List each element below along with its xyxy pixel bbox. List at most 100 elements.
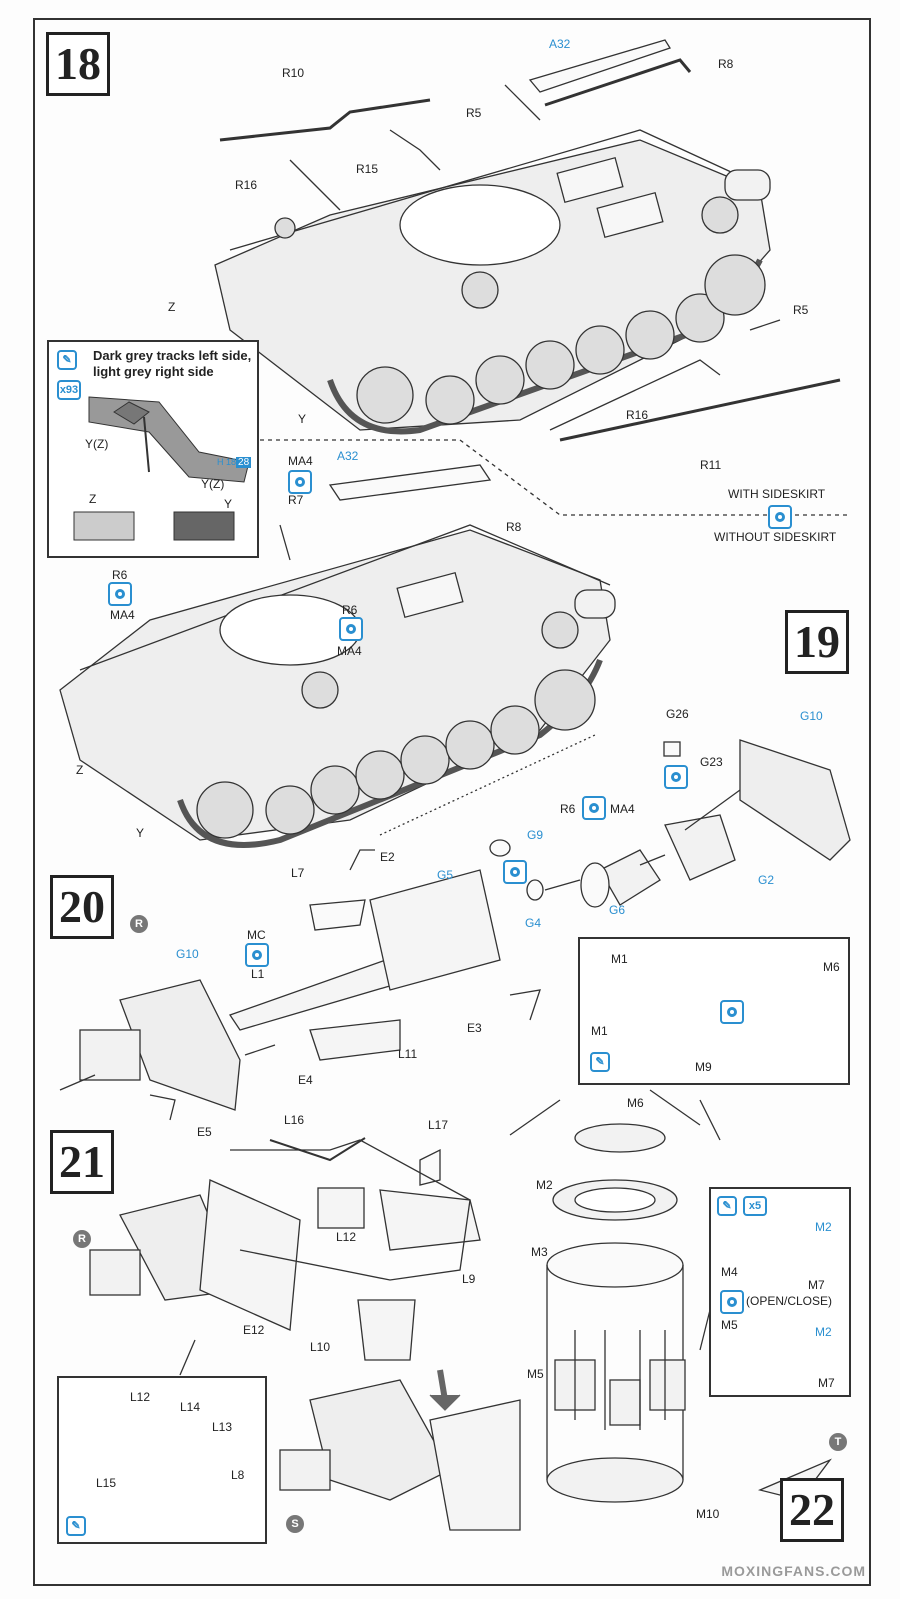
track-label-YZ-left: Y(Z) [85, 437, 109, 451]
part-label-MA4: MA4 [288, 454, 313, 468]
part-label-L7: L7 [291, 866, 305, 880]
assembly-icon [288, 470, 312, 494]
step19-hull-drawing [59, 524, 616, 848]
mantlet-detail-box [578, 937, 850, 1085]
part-label-R6: R6 [112, 568, 128, 582]
part-label-G6: G6 [609, 903, 626, 917]
step-number-18: 18 [46, 32, 110, 96]
part-label-R16-lower: R16 [626, 408, 649, 422]
detail-label-L8: L8 [231, 1468, 245, 1482]
part-label-R16: R16 [235, 178, 258, 192]
subassembly-badge-T: T [829, 1433, 847, 1451]
part-label-G10: G10 [800, 709, 823, 723]
option-with-sideskirt: WITH SIDESKIRT [728, 487, 826, 501]
option-without-sideskirt: WITHOUT SIDESKIRT [714, 530, 837, 544]
part-label-R7: R7 [288, 493, 304, 507]
part-label-Y: Y [298, 412, 307, 426]
part-label-A32-step19: A32 [337, 449, 359, 463]
part-label-A32: A32 [549, 37, 571, 51]
assembly-icon [339, 617, 363, 641]
track-label-Z: Z [89, 492, 97, 506]
turret-detail-box [57, 1376, 267, 1544]
step-number-21: 21 [50, 1130, 114, 1194]
part-label-M2-hatch: M2 [815, 1220, 832, 1234]
part-label-M6-step22: M6 [627, 1096, 644, 1110]
part-label-L9: L9 [462, 1272, 476, 1286]
part-label-E12: E12 [243, 1323, 265, 1337]
part-label-Z-step19: Z [76, 763, 84, 777]
reference-h-step-18: 18 [226, 457, 237, 467]
assembly-icon [720, 1290, 744, 1314]
part-label-G9: G9 [527, 828, 544, 842]
tracks-note-box: ✎ Dark grey tracks left side, light grey… [47, 340, 259, 558]
track-label-YZ-right: Y(Z) [201, 477, 225, 491]
part-label-M2-hatch-lower: M2 [815, 1325, 832, 1339]
paint-icon: ✎ [717, 1196, 737, 1216]
part-label-G10-step20: G10 [176, 947, 199, 961]
assembly-icon [664, 765, 688, 789]
part-label-G23: G23 [700, 755, 723, 769]
subassembly-badge-S: S [286, 1515, 304, 1533]
part-label-M3: M3 [531, 1245, 548, 1259]
part-label-G26: G26 [666, 707, 689, 721]
part-label-R6-center: R6 [342, 603, 358, 617]
part-label-E2: E2 [380, 850, 395, 864]
part-label-MA4-left: MA4 [110, 608, 135, 622]
part-label-Z: Z [168, 300, 176, 314]
part-label-M9: M9 [695, 1060, 712, 1074]
part-label-M7-lower: M7 [818, 1376, 835, 1390]
part-label-E5: E5 [197, 1125, 212, 1139]
assembly-icon [245, 943, 269, 967]
part-label-E3: E3 [467, 1021, 482, 1035]
tracks-note: Dark grey tracks left side, light grey r… [93, 348, 252, 379]
part-label-L10: L10 [310, 1340, 331, 1354]
paint-icon: ✎ [57, 350, 77, 370]
part-label-R6-lower: R6 [560, 802, 576, 816]
part-label-L11: L11 [398, 1047, 418, 1061]
quantity-badge: x93 [57, 380, 81, 400]
step-number-22: 22 [780, 1478, 844, 1542]
paint-icon: ✎ [66, 1516, 86, 1536]
part-label-M7: M7 [808, 1278, 825, 1292]
part-label-G4: G4 [525, 916, 542, 930]
part-label-M1-lower: M1 [591, 1024, 608, 1038]
part-label-G2: G2 [758, 873, 775, 887]
part-label-L1: L1 [251, 967, 265, 981]
part-label-M4: M4 [721, 1265, 738, 1279]
part-label-M6: M6 [823, 960, 840, 974]
track-links-drawing [73, 396, 250, 541]
part-label-MA4-lower: MA4 [610, 802, 635, 816]
assembly-option-icon [768, 505, 792, 529]
part-label-M1: M1 [611, 952, 628, 966]
part-label-L16: L16 [284, 1113, 305, 1127]
detail-label-L15: L15 [96, 1476, 117, 1490]
part-label-R10: R10 [282, 66, 305, 80]
page-frame [33, 18, 871, 1586]
part-label-MC: MC [247, 928, 266, 942]
part-label-R5: R5 [466, 106, 482, 120]
part-label-M5: M5 [527, 1367, 544, 1381]
assembly-icon [582, 796, 606, 820]
part-label-E4: E4 [298, 1073, 313, 1087]
part-label-Y-step19: Y [136, 826, 145, 840]
paint-icon: ✎ [590, 1052, 610, 1072]
part-label-L17: L17 [428, 1118, 449, 1132]
open-close-note: (OPEN/CLOSE) [746, 1294, 833, 1308]
reference-h: H [217, 457, 224, 467]
part-label-MA4-center: MA4 [337, 644, 362, 658]
part-label-L12: L12 [336, 1230, 357, 1244]
reference-label-H: H 18 28 [217, 457, 252, 468]
quantity-badge: x5 [743, 1196, 767, 1216]
detail-label-L13: L13 [212, 1420, 233, 1434]
watermark: MOXINGFANS.COM [721, 1563, 866, 1579]
detail-label-L14: L14 [180, 1400, 201, 1414]
part-label-G5: G5 [437, 868, 454, 882]
subassembly-badge-R: R [130, 915, 148, 933]
track-label-Y: Y [224, 497, 233, 511]
assembly-icon [503, 860, 527, 884]
step18-hull-drawing [214, 129, 771, 435]
part-label-R11: R11 [700, 458, 722, 472]
step-number-20: 20 [50, 875, 114, 939]
